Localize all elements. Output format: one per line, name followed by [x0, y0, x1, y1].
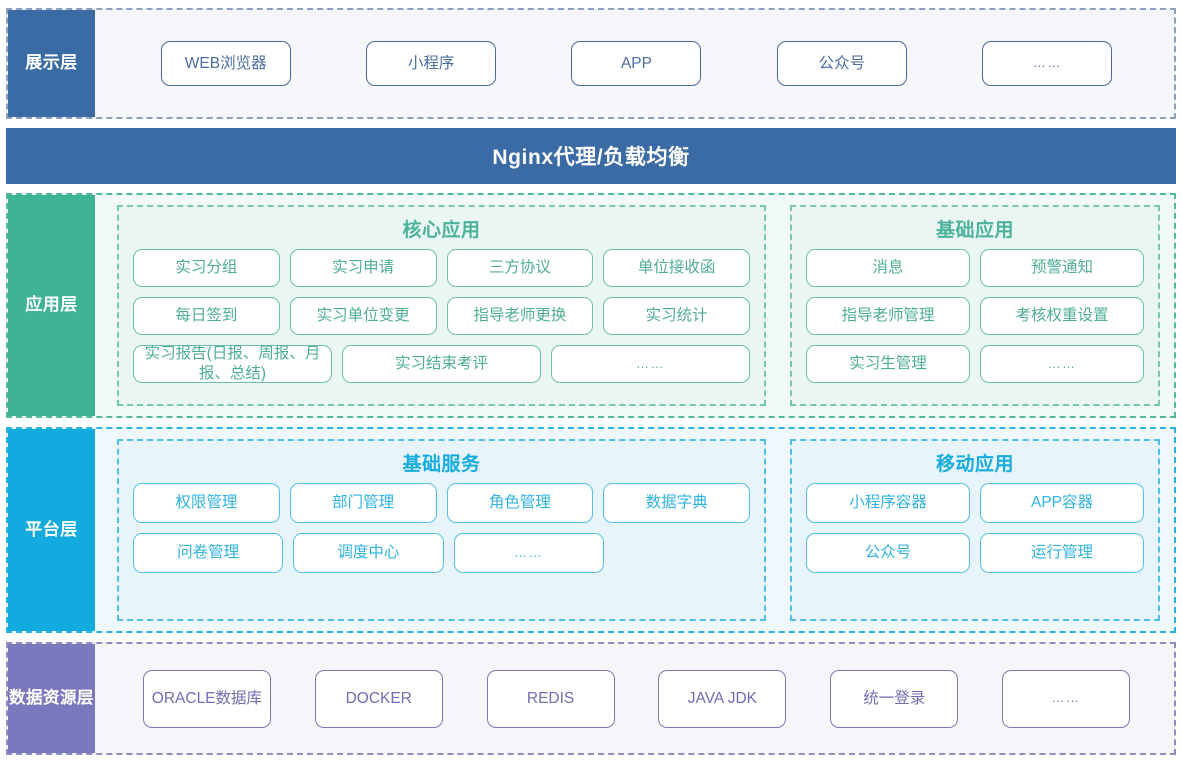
app-item-tripartite-agreement[interactable]: 三方协议 [446, 249, 594, 287]
service-item-permission-management[interactable]: 权限管理 [133, 483, 280, 523]
nginx-proxy-label: Nginx代理/负载均衡 [492, 146, 690, 169]
mobile-item-operation-management[interactable]: 运行管理 [980, 533, 1144, 573]
group-basic-applications: 基础应用 消息 预警通知 指导老师管理 考核权重设置 实习生管理 …… [790, 205, 1160, 406]
presentation-item-official-account[interactable]: 公众号 [776, 41, 907, 86]
service-item-role-management[interactable]: 角色管理 [446, 483, 594, 523]
layer-data-resource-label: 数据资 源层 [8, 644, 95, 753]
basic-app-item-alert-notification[interactable]: 预警通知 [980, 249, 1144, 287]
mobile-item-miniprogram-container[interactable]: 小程序容器 [806, 483, 970, 523]
group-row: 公众号 运行管理 [806, 533, 1144, 573]
layer-data-resource: 数据资 源层 ORACLE数据库 DOCKER REDIS JAVA JDK 统… [6, 642, 1176, 755]
presentation-item-miniprogram[interactable]: 小程序 [366, 41, 497, 86]
app-item-internship-statistics[interactable]: 实习统计 [603, 297, 750, 335]
group-core-applications-grid: 实习分组 实习申请 三方协议 单位接收函 每日签到 实习单位变更 指导老师更换 … [133, 249, 750, 383]
group-row: 指导老师管理 考核权重设置 [806, 297, 1144, 335]
group-mobile-applications-grid: 小程序容器 APP容器 公众号 运行管理 [806, 483, 1144, 573]
app-item-mentor-replacement[interactable]: 指导老师更换 [446, 297, 594, 335]
service-item-scheduling-center[interactable]: 调度中心 [293, 533, 444, 573]
service-item-department-management[interactable]: 部门管理 [289, 483, 437, 523]
app-item-daily-checkin[interactable]: 每日签到 [133, 297, 280, 335]
group-row: 消息 预警通知 [806, 249, 1144, 287]
group-row: 实习生管理 …… [806, 345, 1144, 383]
data-item-redis[interactable]: REDIS [486, 669, 615, 728]
data-item-oracle-database[interactable]: ORACLE数据库 [142, 669, 271, 728]
layer-presentation-label: 展示层 [8, 10, 95, 117]
group-core-applications: 核心应用 实习分组 实习申请 三方协议 单位接收函 每日签到 实习单位变更 指导… [117, 205, 766, 406]
layer-application-groups: 核心应用 实习分组 实习申请 三方协议 单位接收函 每日签到 实习单位变更 指导… [95, 195, 1174, 416]
group-basic-services: 基础服务 权限管理 部门管理 角色管理 数据字典 问卷管理 调度中心 …… [117, 439, 766, 621]
layer-data-resource-label-line2: 源层 [60, 688, 94, 707]
layer-application: 应用层 核心应用 实习分组 实习申请 三方协议 单位接收函 每日签到 实习单位变… [6, 193, 1176, 418]
mobile-item-official-account[interactable]: 公众号 [806, 533, 970, 573]
group-basic-applications-title: 基础应用 [935, 220, 1014, 241]
layer-platform: 平台层 基础服务 权限管理 部门管理 角色管理 数据字典 问卷管理 调度中心 …… [6, 427, 1176, 633]
presentation-item-app[interactable]: APP [571, 41, 702, 86]
layer-platform-groups: 基础服务 权限管理 部门管理 角色管理 数据字典 问卷管理 调度中心 …… [95, 429, 1174, 631]
group-row: 每日签到 实习单位变更 指导老师更换 实习统计 [133, 297, 750, 335]
grid-spacer [614, 533, 750, 573]
basic-app-item-assessment-weight-settings[interactable]: 考核权重设置 [980, 297, 1144, 335]
group-row: 实习分组 实习申请 三方协议 单位接收函 [133, 249, 750, 287]
app-item-company-acceptance-letter[interactable]: 单位接收函 [603, 249, 750, 287]
layer-platform-label: 平台层 [8, 429, 95, 631]
group-mobile-applications: 移动应用 小程序容器 APP容器 公众号 运行管理 [790, 439, 1160, 621]
data-item-docker[interactable]: DOCKER [314, 669, 443, 728]
group-core-applications-title: 核心应用 [402, 220, 481, 241]
nginx-proxy-bar: Nginx代理/负载均衡 [6, 128, 1176, 184]
layer-data-resource-items: ORACLE数据库 DOCKER REDIS JAVA JDK 统一登录 …… [95, 644, 1174, 753]
basic-app-item-intern-management[interactable]: 实习生管理 [806, 345, 970, 383]
service-item-questionnaire-management[interactable]: 问卷管理 [133, 533, 284, 573]
group-basic-services-grid: 权限管理 部门管理 角色管理 数据字典 问卷管理 调度中心 …… [133, 483, 750, 573]
layer-application-label: 应用层 [8, 195, 95, 416]
layer-presentation: 展示层 WEB浏览器 小程序 APP 公众号 …… [6, 8, 1176, 119]
group-basic-applications-grid: 消息 预警通知 指导老师管理 考核权重设置 实习生管理 …… [806, 249, 1144, 383]
service-item-more[interactable]: …… [453, 533, 604, 573]
app-item-internship-application[interactable]: 实习申请 [289, 249, 437, 287]
data-item-unified-login[interactable]: 统一登录 [830, 669, 959, 728]
app-item-internship-grouping[interactable]: 实习分组 [133, 249, 280, 287]
presentation-item-more[interactable]: …… [982, 41, 1113, 86]
basic-app-item-mentor-management[interactable]: 指导老师管理 [806, 297, 970, 335]
service-item-data-dictionary[interactable]: 数据字典 [603, 483, 750, 523]
layer-presentation-items: WEB浏览器 小程序 APP 公众号 …… [95, 10, 1174, 117]
app-item-internship-report[interactable]: 实习报告(日报、周报、月报、总结) [133, 345, 332, 383]
data-item-more[interactable]: …… [1002, 669, 1131, 728]
basic-app-item-message[interactable]: 消息 [806, 249, 970, 287]
group-row: 实习报告(日报、周报、月报、总结) 实习结束考评 …… [133, 345, 750, 383]
app-item-internship-unit-change[interactable]: 实习单位变更 [289, 297, 437, 335]
mobile-item-app-container[interactable]: APP容器 [980, 483, 1144, 523]
app-item-internship-final-evaluation[interactable]: 实习结束考评 [342, 345, 541, 383]
basic-app-item-more[interactable]: …… [980, 345, 1144, 383]
group-row: 小程序容器 APP容器 [806, 483, 1144, 523]
group-mobile-applications-title: 移动应用 [935, 454, 1014, 475]
layer-data-resource-label-line1: 数据资 [9, 688, 60, 707]
presentation-item-web-browser[interactable]: WEB浏览器 [160, 41, 291, 86]
group-basic-services-title: 基础服务 [402, 454, 481, 475]
group-row: 问卷管理 调度中心 …… [133, 533, 750, 573]
app-item-more[interactable]: …… [551, 345, 750, 383]
group-row: 权限管理 部门管理 角色管理 数据字典 [133, 483, 750, 523]
data-item-java-jdk[interactable]: JAVA JDK [658, 669, 787, 728]
